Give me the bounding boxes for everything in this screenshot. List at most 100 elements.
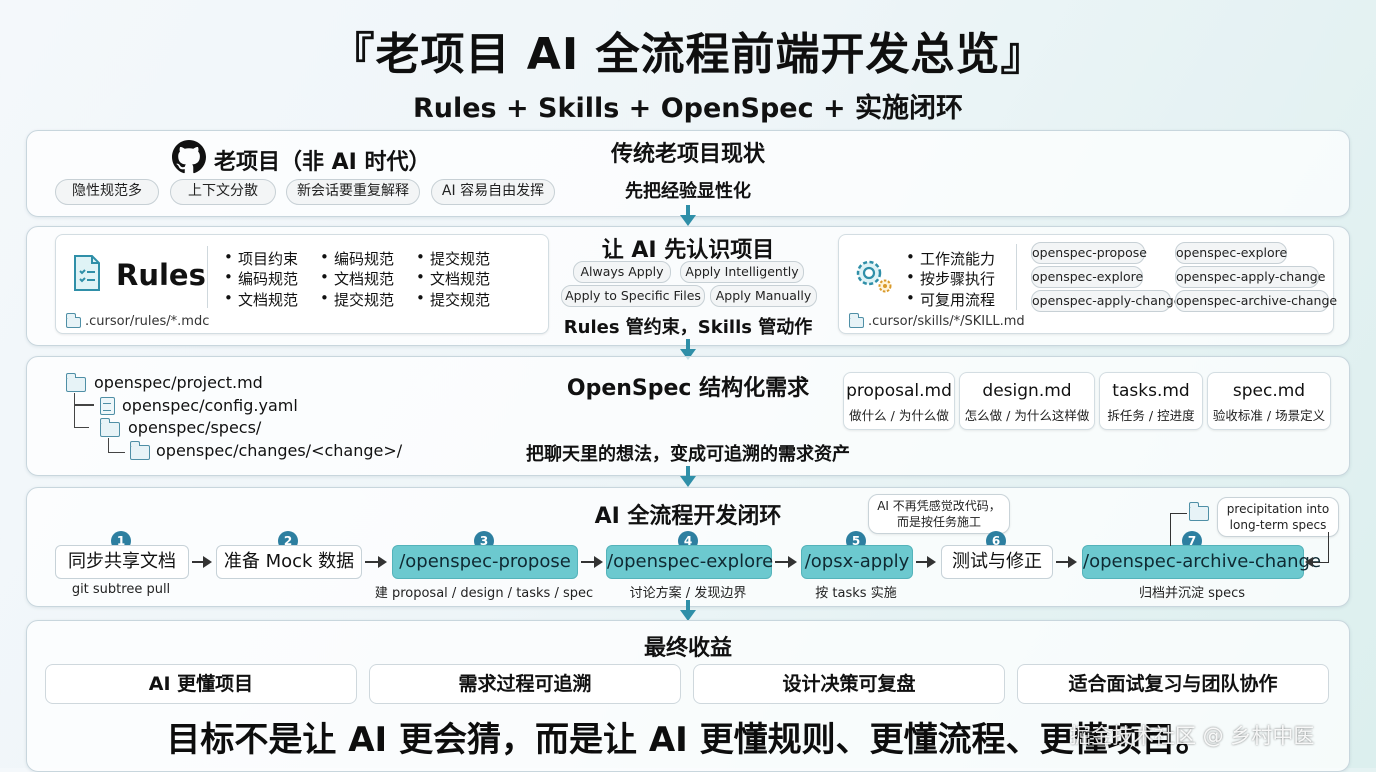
arrow-right-icon <box>916 556 936 568</box>
bullet-dot: • <box>416 248 425 266</box>
folder-icon <box>1188 502 1209 521</box>
rule-mode-always: Always Apply <box>573 261 671 283</box>
skill-command: openspec-explore <box>1031 266 1143 288</box>
skills-bullet: 工作流能力 <box>920 250 996 268</box>
document-checklist-icon <box>74 255 100 291</box>
skills-bullet: 可复用流程 <box>920 291 996 309</box>
benefit-item: 需求过程可追溯 <box>369 664 681 704</box>
openspec-caption: 把聊天里的想法，变成可追溯的需求资产 <box>526 444 850 465</box>
tree-line <box>108 438 125 453</box>
doc-card-tasks: tasks.md 拆任务 / 控进度 <box>1099 372 1203 430</box>
flow-arrow-down-icon <box>680 466 696 488</box>
github-icon <box>172 140 206 174</box>
legacy-subheading: 先把经验显性化 <box>625 181 751 202</box>
rules-bullet: 提交规范 <box>430 250 491 268</box>
arrow-right-icon <box>1056 556 1077 568</box>
page-title: 『老项目 AI 全流程前端开发总览』 <box>330 29 1046 80</box>
bullet-dot: • <box>224 248 233 266</box>
rules-bullet: 文档规范 <box>430 270 491 288</box>
step-caption: 建 proposal / design / tasks / spec <box>374 586 594 601</box>
skill-command: openspec-propose <box>1031 242 1147 264</box>
skill-command: openspec-apply-change <box>1175 266 1325 288</box>
doc-desc: 做什么 / 为什么做 <box>849 408 949 423</box>
rules-bullet: 提交规范 <box>430 291 491 309</box>
doc-card-proposal: proposal.md 做什么 / 为什么做 <box>843 372 955 430</box>
tree-item: openspec/changes/<change>/ <box>156 441 403 460</box>
rules-bullet: 项目约束 <box>238 250 299 268</box>
tree-item: openspec/specs/ <box>128 418 262 437</box>
arrow-right-icon <box>365 556 387 568</box>
bullet-dot: • <box>906 268 915 286</box>
middle-footer: Rules 管约束，Skills 管动作 <box>563 317 813 338</box>
step-openspec-propose: /openspec-propose <box>392 545 578 579</box>
rule-mode-specific-files: Apply to Specific Files <box>561 285 705 307</box>
tree-line <box>74 393 89 428</box>
step-caption: 按 tasks 实施 <box>815 586 897 601</box>
page-subtitle: Rules + Skills + OpenSpec + 实施闭环 <box>412 93 964 124</box>
goal-statement: 目标不是让 AI 更会猜，而是让 AI 更懂规则、更懂流程、更懂项目。 <box>166 720 1210 760</box>
benefits-heading: 最终收益 <box>643 636 732 661</box>
doc-name: design.md <box>982 381 1072 401</box>
rules-bullet: 编码规范 <box>334 250 395 268</box>
arrow-right-icon <box>581 556 603 568</box>
rules-title: Rules <box>116 258 206 292</box>
apply-note-bubble: AI 不再凭感觉改代码， 而是按任务施工 <box>868 494 1010 534</box>
arrow-right-icon <box>775 556 797 568</box>
folder-icon <box>129 441 150 460</box>
flow-arrow-down-icon <box>680 600 696 622</box>
skill-command: openspec-apply-change <box>1031 290 1181 312</box>
bullet-dot: • <box>906 248 915 266</box>
bullet-dot: • <box>906 289 915 307</box>
rules-card <box>55 234 549 334</box>
rule-mode-intelligent: Apply Intelligently <box>680 261 804 283</box>
bullet-dot: • <box>224 268 233 286</box>
arrow-left-icon <box>1305 557 1313 567</box>
doc-name: spec.md <box>1232 381 1306 401</box>
legacy-tag: 隐性规范多 <box>55 179 159 205</box>
bullet-dot: • <box>224 289 233 307</box>
flow-arrow-down-icon <box>680 205 696 227</box>
folder-open-icon <box>99 418 120 437</box>
step-openspec-explore: /openspec-explore <box>606 545 773 579</box>
bullet-dot: • <box>416 289 425 307</box>
benefit-item: 适合面试复习与团队协作 <box>1017 664 1329 704</box>
divider <box>1016 244 1017 310</box>
doc-card-design: design.md 怎么做 / 为什么这样做 <box>959 372 1095 430</box>
loop-connector <box>1170 513 1187 546</box>
step-mock-data: 准备 Mock 数据 <box>216 545 362 579</box>
bullet-dot: • <box>320 289 329 307</box>
tree-line <box>74 404 94 406</box>
gear-icon <box>856 260 892 293</box>
doc-name: tasks.md <box>1112 381 1190 401</box>
legacy-tag: AI 容易自由发挥 <box>431 179 555 205</box>
folder-icon <box>65 313 81 328</box>
rules-path: .cursor/rules/*.mdc <box>85 314 210 329</box>
file-icon <box>100 397 115 415</box>
legacy-tag: 新会话要重复解释 <box>286 179 420 205</box>
flow-arrow-down-icon <box>680 339 696 361</box>
loop-connector <box>1310 532 1329 563</box>
doc-desc: 验收标准 / 场景定义 <box>1212 408 1326 423</box>
benefit-item: 设计决策可复盘 <box>693 664 1005 704</box>
doc-name: proposal.md <box>846 381 952 401</box>
rules-bullet: 文档规范 <box>334 270 395 288</box>
rules-bullet: 文档规范 <box>238 291 299 309</box>
legacy-heading: 传统老项目现状 <box>610 142 765 167</box>
doc-desc: 拆任务 / 控进度 <box>1107 408 1195 423</box>
bullet-dot: • <box>416 268 425 286</box>
step-sync-docs: 同步共享文档 <box>55 545 189 579</box>
folder-open-icon <box>65 373 86 392</box>
step-opsx-apply: /opsx-apply <box>801 545 913 579</box>
skills-bullet: 按步骤执行 <box>920 270 996 288</box>
skills-path: .cursor/skills/*/SKILL.md <box>868 314 1025 329</box>
rule-mode-manual: Apply Manually <box>710 285 817 307</box>
rules-bullet: 提交规范 <box>334 291 395 309</box>
archive-note-bubble: precipitation into long-term specs <box>1217 497 1339 537</box>
openspec-heading: OpenSpec 结构化需求 <box>566 376 810 401</box>
legacy-label: 老项目（非 AI 时代） <box>214 150 431 175</box>
step-openspec-archive: /openspec-archive-change <box>1082 545 1321 579</box>
rules-bullet: 编码规范 <box>238 270 299 288</box>
divider <box>207 246 208 308</box>
loop-heading: AI 全流程开发闭环 <box>594 504 782 529</box>
watermark: 掘金技术社区 @ 乡村中医 <box>1070 724 1315 748</box>
